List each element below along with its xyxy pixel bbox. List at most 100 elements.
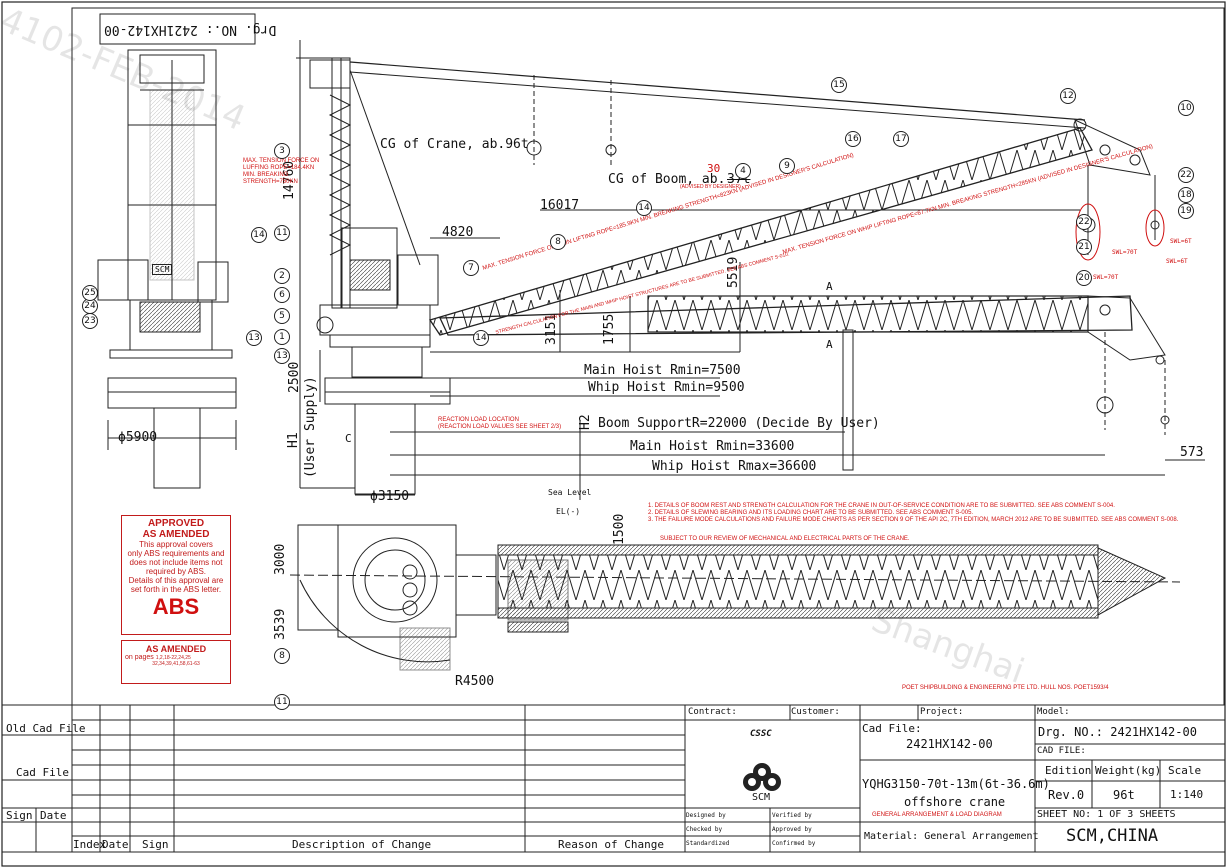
callout-balloon-1: 1 <box>274 329 290 345</box>
dim-h2: H2 <box>578 414 593 430</box>
stamp-body-1: This approval covers <box>139 540 213 549</box>
approved-by-label: Approved by <box>772 826 812 833</box>
callout-balloon-13: 13 <box>246 330 262 346</box>
sea-level-label: Sea Level <box>548 488 592 497</box>
callout-balloon-15: 15 <box>831 77 847 93</box>
dim-1755: 1755 <box>602 313 617 345</box>
poet-note: POET SHIPBUILDING & ENGINEERING PTE LTD.… <box>902 685 1109 691</box>
comment-1: 1. DETAILS OF BOOM REST AND STRENGTH CAL… <box>648 503 1115 509</box>
comment-3: 3. THE FAILURE MODE CALCULATIONS AND FAI… <box>648 517 1179 523</box>
material-label: Material: General Arrangement <box>864 831 1039 842</box>
model-label: Model: <box>1037 707 1070 717</box>
project-label: Project: <box>920 707 964 717</box>
cg-boom-label: CG of Boom, ab. <box>608 172 726 187</box>
callout-balloon-5: 5 <box>274 308 290 324</box>
cad-file-title-value: 2421HX142-00 <box>906 737 993 751</box>
stamp-body-5: Details of this approval are <box>128 576 224 585</box>
whip-hoist-rmin-small: Whip Hoist Rmin=9500 <box>588 380 745 395</box>
index-header: Index <box>73 838 107 851</box>
cad-file-title-label: Cad File: <box>862 722 922 735</box>
title-line-1: YQHG3150-70t-13m(6t-36.6m) <box>862 777 1050 791</box>
sign-label: Sign <box>6 809 33 822</box>
callout-balloon-22: 22 <box>1178 167 1194 183</box>
el-label: EL(-) <box>556 507 581 516</box>
reaction-note-1: REACTION LOAD LOCATION <box>438 417 519 423</box>
scale-value: 1:140 <box>1170 788 1204 801</box>
callout-balloon-8: 8 <box>550 234 566 250</box>
luffing-note-3: MIN. BREAKING <box>243 172 289 178</box>
revision-grid <box>2 704 1225 853</box>
label-a-bottom: A <box>826 338 833 351</box>
amended-pages-1: 1,2,18-22,24,25 <box>155 655 191 661</box>
callout-balloon-14: 14 <box>473 330 489 346</box>
stamp-body-3: does not include items not <box>129 558 223 567</box>
comment-2: 2. DETAILS OF SLEWING BEARING AND ITS LO… <box>648 510 974 516</box>
callout-balloon-4: 4 <box>735 163 751 179</box>
reaction-note-2: (REACTION LOAD VALUES SEE SHEET 2/3) <box>438 424 562 430</box>
callout-balloon-7: 7 <box>463 260 479 276</box>
description-header: Description of Change <box>292 838 432 851</box>
callout-balloon-22: 22 <box>1076 214 1092 230</box>
cg-boom-new: 30 <box>707 162 721 175</box>
dim-3539: 3539 <box>273 608 288 640</box>
callout-balloon-12: 12 <box>1060 88 1076 104</box>
drg-no-label: Drg. NO.: 2421HX142-00 <box>1038 725 1197 739</box>
cad-file-label: Cad File <box>16 766 69 779</box>
callout-balloon-9: 9 <box>779 158 795 174</box>
date-label: Date <box>40 809 67 822</box>
callout-balloon-19: 19 <box>1178 203 1194 219</box>
abs-amended-stamp: AS AMENDED on pages 1,2,18-22,24,25 32,3… <box>121 640 231 684</box>
callout-balloon-17: 17 <box>893 131 909 147</box>
amended-pages-2: 32,34,39,41,58,61-63 <box>152 661 200 667</box>
sheet-label: SHEET NO: 1 OF 3 SHEETS <box>1037 809 1176 820</box>
cg-crane-label: CG of Crane, ab.96t <box>380 137 529 152</box>
boom-support-label: Boom SupportR=22000 (Decide By User) <box>598 416 880 431</box>
callout-balloon-11: 11 <box>274 694 290 710</box>
dim-dia3150: ϕ3150 <box>370 489 410 504</box>
title-line-2: offshore crane <box>904 795 1006 809</box>
swl-70-a: SWL=70T <box>1112 249 1138 256</box>
label-c: C <box>345 432 352 445</box>
swl-6-b: SWL=6T <box>1166 258 1188 265</box>
dim-2500: 2500 <box>287 361 302 393</box>
dim-dia5900: ϕ5900 <box>118 430 158 445</box>
date-header: Date <box>102 838 129 851</box>
contract-label: Contract: <box>688 707 737 717</box>
callout-balloon-13: 13 <box>274 348 290 364</box>
callout-balloon-14: 14 <box>636 200 652 216</box>
amended-title: AS AMENDED <box>145 644 207 654</box>
callout-balloon-10: 10 <box>1178 100 1194 116</box>
weight-label: Weight(kg) <box>1095 764 1162 777</box>
swl-70-b: SWL=70T <box>1093 274 1119 281</box>
logo-bottom-text: SCM <box>752 792 771 803</box>
reason-header: Reason of Change <box>558 838 664 851</box>
scale-label: Scale <box>1168 764 1202 777</box>
plan-view <box>289 524 1181 671</box>
luffing-note-2: LUFFING ROPE=184.4KN <box>243 165 315 171</box>
review-note: SUBJECT TO OUR REVIEW OF MECHANICAL AND … <box>660 536 910 542</box>
verified-by-label: Verified by <box>772 812 812 819</box>
edition-label: Edition <box>1045 764 1092 777</box>
advised-note: (ADVISED BY DESIGNER) <box>680 184 741 190</box>
dim-user-supply: (User Supply) <box>303 376 318 478</box>
sign-header: Sign <box>142 838 169 851</box>
stamp-body-6: set forth in the ABS letter. <box>130 585 222 594</box>
dim-r4500: R4500 <box>455 674 495 689</box>
company-label: SCM,CHINA <box>1066 826 1159 846</box>
callout-balloon-21: 21 <box>1076 239 1092 255</box>
customer-label: Customer: <box>791 707 840 717</box>
abs-approval-stamp: APPROVED AS AMENDED This approval covers… <box>121 515 231 635</box>
cad-file-2-label: CAD FILE: <box>1037 746 1086 756</box>
standardized-label: Standardized <box>686 840 730 847</box>
designed-by-label: Designed by <box>686 812 726 819</box>
scm-badge: SCM <box>152 264 173 275</box>
side-view <box>97 49 237 489</box>
scm-logo <box>743 763 781 791</box>
main-hoist-rmin: Main Hoist Rmin=33600 <box>630 439 795 454</box>
callout-balloon-16: 16 <box>845 131 861 147</box>
confirmed-by-label: Confirmed by <box>772 840 816 847</box>
callout-balloon-23: 23 <box>82 313 98 329</box>
title-block-grid <box>684 705 1225 852</box>
old-cad-file-label: Old Cad File <box>6 722 86 735</box>
label-a-top: A <box>826 280 833 293</box>
